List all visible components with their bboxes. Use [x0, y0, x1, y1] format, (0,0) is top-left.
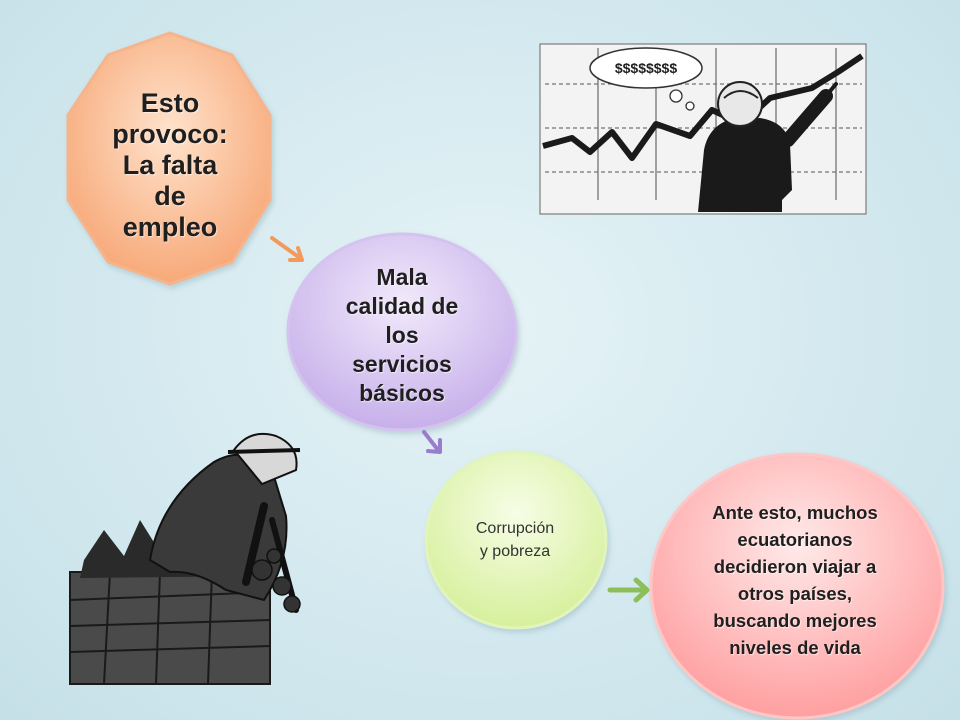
- green-line: Corrupción: [475, 520, 555, 537]
- pink-line: buscando mejores: [713, 610, 877, 631]
- purple-line: servicios: [352, 350, 452, 377]
- decagon-caption: Esto provoco: La falta de empleo: [80, 55, 260, 275]
- pink-line: decidieron viajar a: [713, 556, 877, 577]
- purple-line: básicos: [359, 379, 445, 406]
- decagon-line: La falta: [122, 149, 218, 180]
- purple-line: Mala: [376, 263, 428, 290]
- green-arrow: [607, 577, 650, 603]
- decagon-shape: [66, 31, 272, 286]
- decagon-line: de: [154, 180, 186, 211]
- decagon-line: Esto: [140, 87, 200, 118]
- pink-line: niveles de vida: [729, 637, 861, 658]
- green-line: y pobreza: [479, 543, 551, 560]
- green-ellipse-shape: [424, 450, 608, 630]
- purple-ellipse-caption: Mala calidad de los servicios básicos: [292, 240, 512, 430]
- purple-ellipse-shape: [286, 232, 518, 432]
- pink-line: ecuatorianos: [737, 529, 853, 550]
- pink-ellipse-shape: [649, 452, 945, 720]
- pink-line: Ante esto, muchos: [712, 502, 878, 523]
- farmer-illustration: [69, 432, 301, 685]
- decagon-line: provoco:: [112, 118, 228, 149]
- green-ellipse-caption: Corrupción y pobreza: [430, 455, 600, 625]
- money-chart-illustration: $$$$$$$$: [539, 43, 867, 215]
- pink-line: otros países,: [737, 583, 853, 604]
- purple-line: los: [385, 321, 419, 348]
- purple-arrow: [422, 430, 442, 454]
- money-thought-text: $$$$$$$$: [615, 60, 678, 76]
- decagon-line: empleo: [122, 211, 218, 242]
- orange-arrow: [270, 236, 304, 262]
- purple-line: calidad de: [345, 292, 459, 319]
- pink-ellipse-caption: Ante esto, muchos ecuatorianos decidiero…: [660, 470, 930, 690]
